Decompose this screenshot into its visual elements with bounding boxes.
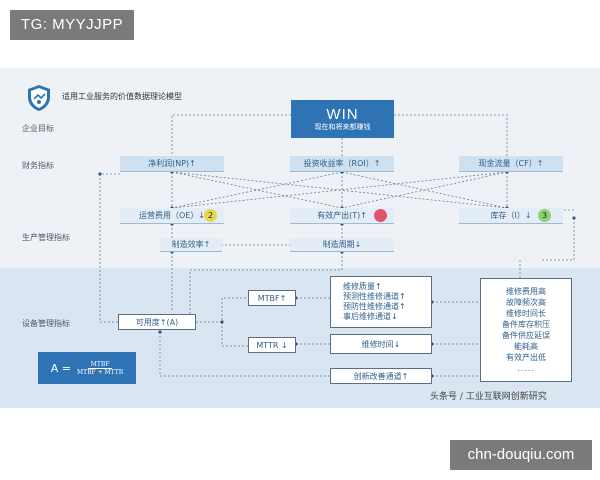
outcome-7: 有效产出低 xyxy=(506,353,546,362)
tag-label: TG: MYYJJPP xyxy=(10,10,134,40)
credit-watermark: 头条号 / 工业互联网创新研究 xyxy=(430,392,547,402)
detail-corrective-channel: 事后维修通道↓ xyxy=(343,312,398,321)
production-inventory-label: 库存（I）↓ xyxy=(490,211,532,220)
innovation-box: 创新改善通道↑ xyxy=(330,368,432,384)
production-throughput: 有效产出(T)↑ xyxy=(290,208,394,224)
outcome-6: 能耗高 xyxy=(514,342,538,351)
detail-maintenance-quality: 维修质量↑ xyxy=(343,282,382,291)
production-operating-expense: 运营费用（OE）↓ xyxy=(120,208,224,224)
production-operating-expense-label: 运营费用（OE）↓ xyxy=(138,211,206,220)
model-title: 适用工业服务的价值数据理论模型 xyxy=(62,92,182,101)
outcome-3: 维修时间长 xyxy=(506,309,546,318)
level-finance: 财务指标 xyxy=(22,161,54,170)
availability-formula: A = MTBF MTBF + MTTR xyxy=(38,352,136,384)
finance-cash-flow: 现金流量（CF）↑ xyxy=(459,156,563,172)
outcome-1: 维修费用高 xyxy=(506,287,546,296)
manufacturing-efficiency: 制造效率↑ xyxy=(160,238,222,252)
outcome-5: 备件供应延误 xyxy=(502,331,550,340)
mttr-detail-box: 维修时间↓ xyxy=(330,334,432,354)
production-inventory: 库存（I）↓ xyxy=(459,208,563,224)
mtbf-box: MTBF↑ xyxy=(248,290,296,306)
production-throughput-label: 有效产出(T)↑ xyxy=(317,211,367,220)
badge-red xyxy=(374,209,387,222)
mtbf-details-box: 维修质量↑ 预测性维修通道↑ 预防性维修通道↑ 事后维修通道↓ xyxy=(330,276,432,328)
formula-denominator: MTBF + MTTR xyxy=(76,368,124,376)
formula-lhs: A = xyxy=(50,361,71,375)
outcome-2: 故障频次高 xyxy=(506,298,546,307)
availability-box: 可用度↑(A) xyxy=(118,314,196,330)
win-goal-box: WIN 现在和将来都赚钱 xyxy=(291,100,394,138)
badge-2: 2 xyxy=(204,209,217,222)
level-enterprise: 企业目标 xyxy=(22,124,54,133)
level-equipment: 设备管理指标 xyxy=(22,319,70,328)
mttr-box: MTTR ↓ xyxy=(248,337,296,353)
detail-preventive-channel: 预防性维修通道↑ xyxy=(343,302,406,311)
win-subtitle: 现在和将来都赚钱 xyxy=(314,122,371,131)
badge-3: 3 xyxy=(538,209,551,222)
formula-fraction: MTBF MTBF + MTTR xyxy=(77,361,123,376)
outcome-4: 备件库存积压 xyxy=(502,320,550,329)
finance-net-profit: 净利润(NP)↑ xyxy=(120,156,224,172)
formula-numerator: MTBF xyxy=(87,361,113,369)
site-watermark: chn-douqiu.com xyxy=(450,440,592,470)
manufacturing-cycle: 制造周期↓ xyxy=(290,238,394,252)
win-title: WIN xyxy=(326,105,359,123)
level-production: 生产管理指标 xyxy=(22,233,70,242)
detail-predictive-channel: 预测性维修通道↑ xyxy=(343,292,406,301)
finance-roi: 投资收益率（ROI）↑ xyxy=(290,156,394,172)
outcomes-box: 维修费用高 故障频次高 维修时间长 备件库存积压 备件供应延误 能耗高 有效产出… xyxy=(480,278,572,382)
outcome-ellipsis: ..... xyxy=(517,364,535,373)
shield-logo-icon xyxy=(28,85,50,111)
